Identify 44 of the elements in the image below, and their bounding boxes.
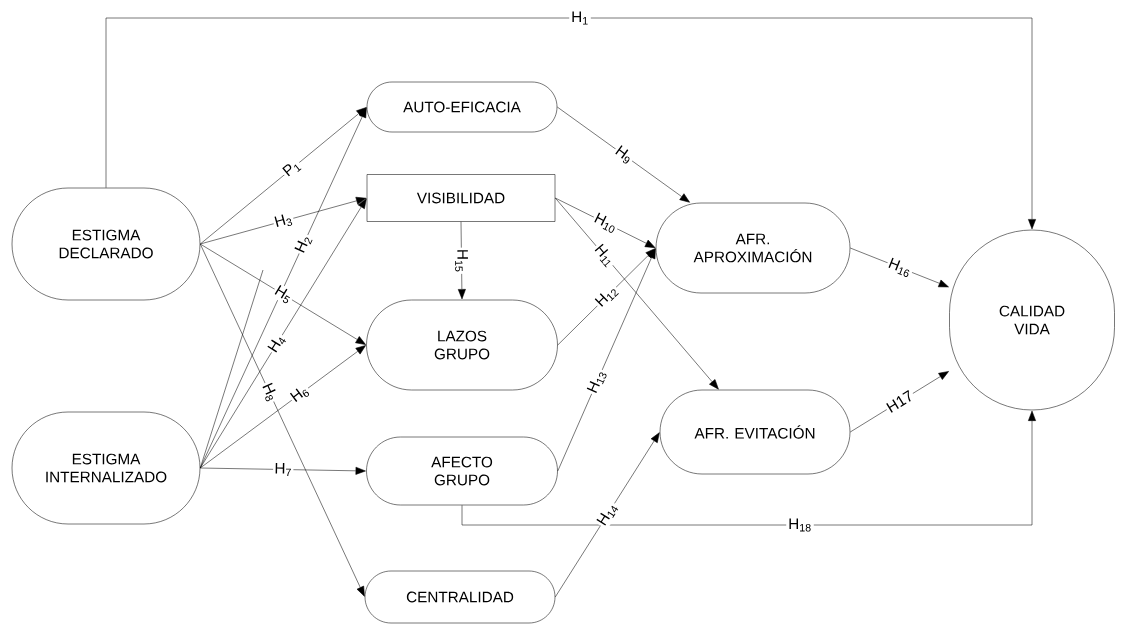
arrow	[555, 197, 656, 248]
edge-label: H$_{16}$	[884, 255, 915, 280]
edge-label: H$_{11}$	[590, 240, 619, 271]
edge-label: H$_{10}$	[590, 210, 621, 236]
rounded-node: AFR. APROXIMACIÓN	[655, 202, 851, 294]
edge-label: H$_{12}$	[591, 281, 622, 312]
edge-label: H$_{13}$	[584, 366, 610, 397]
arrow	[200, 466, 366, 475]
arrow	[850, 247, 949, 288]
arrow	[200, 243, 366, 345]
arrow	[557, 248, 656, 472]
rounded-node: AFECTO GRUPO	[366, 436, 558, 506]
edge-label: H$_{6}$	[287, 381, 313, 407]
arrow	[555, 432, 660, 598]
rectangle-node: VISIBILIDAD	[366, 174, 556, 222]
arrow	[105, 17, 1036, 230]
rounded-node: AFR. EVITACIÓN	[659, 389, 851, 475]
edge-label: H$_{1}$	[569, 9, 591, 27]
edge-label: H$_{3}$	[271, 210, 296, 232]
edge-label: H$_{9}$	[610, 142, 637, 168]
edge-label: H$_{15}$	[453, 247, 470, 274]
rounded-node: CENTRALIDAD	[364, 570, 556, 624]
edge-label: H$_{14}$	[593, 499, 622, 530]
rounded-node: AUTO-EFICACIA	[366, 81, 558, 133]
arrow	[555, 197, 719, 390]
edge-label: H$_{2}$	[292, 231, 315, 257]
arrow	[200, 243, 365, 597]
edge-label: H$_{7}$	[272, 461, 294, 478]
edge-label: H$_{4}$	[264, 331, 289, 357]
arrow	[461, 410, 1036, 526]
arrow	[200, 345, 366, 469]
arrow	[200, 196, 367, 245]
edge-label: H$_{18}$	[786, 516, 814, 534]
edge-label: P$_{1}$	[279, 156, 305, 181]
rounded-node: LAZOS GRUPO	[366, 299, 558, 391]
arrow	[200, 107, 367, 245]
edge-label: H$_{8}$	[257, 379, 281, 405]
arrow	[200, 198, 367, 469]
rounded-node: ESTIGMA DECLARADO	[11, 187, 201, 301]
rounded-node: ESTIGMA INTERNALIZADO	[11, 411, 201, 525]
arrow	[557, 106, 690, 203]
edge-label: H$_{5}$	[270, 282, 296, 307]
rounded-node: CALIDAD VIDA	[949, 229, 1115, 411]
edge-label: H17	[883, 387, 917, 416]
